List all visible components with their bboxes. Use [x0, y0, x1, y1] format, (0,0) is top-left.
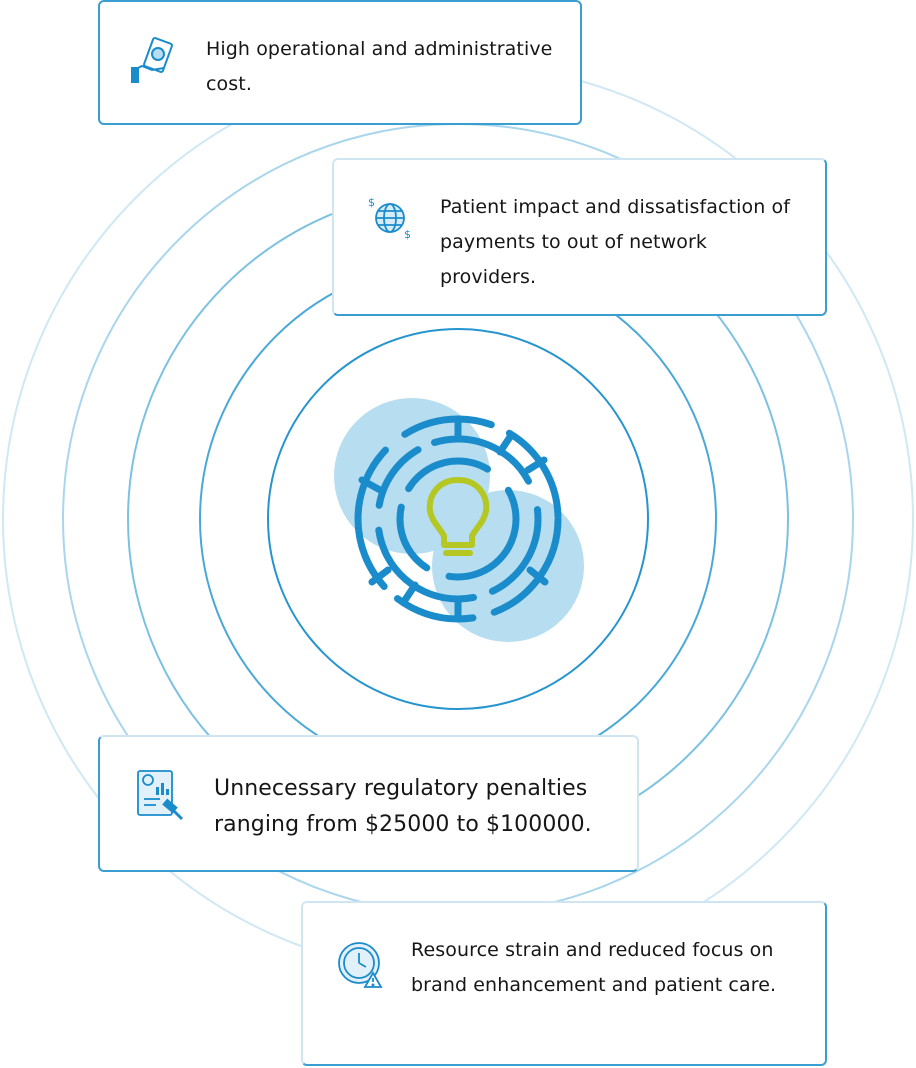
lightbulb-icon	[426, 477, 490, 556]
card-text: High operational and administrative cost…	[206, 38, 553, 95]
svg-text:$: $	[368, 196, 375, 209]
ring-2	[267, 328, 649, 710]
cash-in-hand-icon	[128, 34, 180, 86]
legal-report-icon	[134, 769, 186, 821]
card-text: Resource strain and reduced focus on bra…	[411, 939, 777, 996]
challenge-card-resource-strain: Resource strain and reduced focus on bra…	[301, 901, 827, 1066]
card-text: Unnecessary regulatory penalties ranging…	[214, 776, 592, 837]
center-blob-bottom	[432, 490, 584, 642]
maze-lightbulb-icon	[354, 415, 562, 623]
clock-alert-icon	[335, 939, 387, 991]
globe-dollar-icon: $ $	[364, 192, 416, 244]
svg-text:$: $	[404, 228, 411, 241]
card-text: Patient impact and dissatisfaction of pa…	[440, 196, 791, 288]
challenge-card-cost: High operational and administrative cost…	[98, 0, 582, 125]
challenge-card-penalties: Unnecessary regulatory penalties ranging…	[98, 735, 639, 872]
challenge-card-patient-impact: $ $ Patient impact and dissatisfaction o…	[332, 158, 827, 316]
